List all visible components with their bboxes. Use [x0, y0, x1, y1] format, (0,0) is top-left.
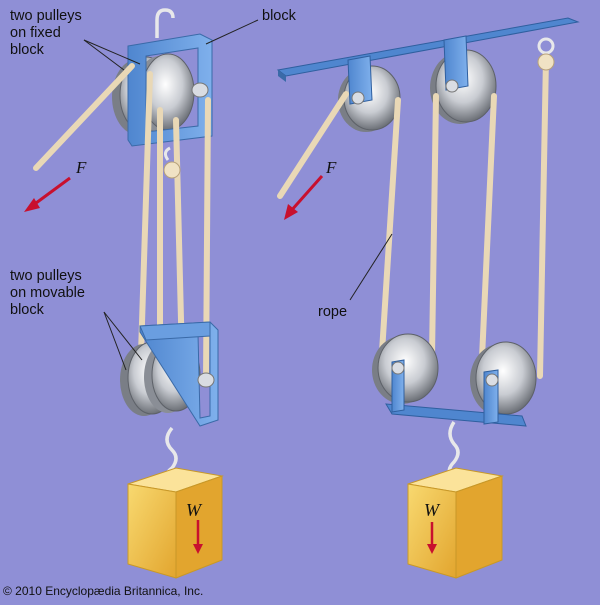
label-fixed-pulleys: two pulleys on fixed block [10, 8, 82, 58]
ceiling-bar [276, 17, 580, 77]
label-rope: rope [318, 304, 348, 320]
label-movable-pulleys: two pulleys on movable block [10, 268, 85, 318]
force-label: F [326, 158, 337, 177]
label-block: block [262, 8, 296, 24]
weight-label: W [424, 500, 439, 520]
force-arrow-icon [284, 175, 324, 220]
weight-box-icon [127, 467, 224, 579]
hook-icon [155, 8, 175, 38]
hook-icon [447, 421, 460, 478]
leader-line [349, 233, 393, 301]
force-arrow-icon [24, 176, 71, 212]
force-label: F [76, 158, 87, 177]
pulley-icon [112, 53, 195, 135]
copyright-text: © 2010 Encyclopædia Britannica, Inc. [3, 584, 204, 598]
axle [197, 372, 215, 388]
weight-label: W [186, 500, 201, 520]
knot-icon [537, 53, 555, 71]
axle [191, 82, 209, 98]
leader-line [83, 19, 259, 371]
knot-icon [163, 161, 181, 179]
weight-box-icon [407, 467, 504, 579]
rope [277, 55, 549, 379]
